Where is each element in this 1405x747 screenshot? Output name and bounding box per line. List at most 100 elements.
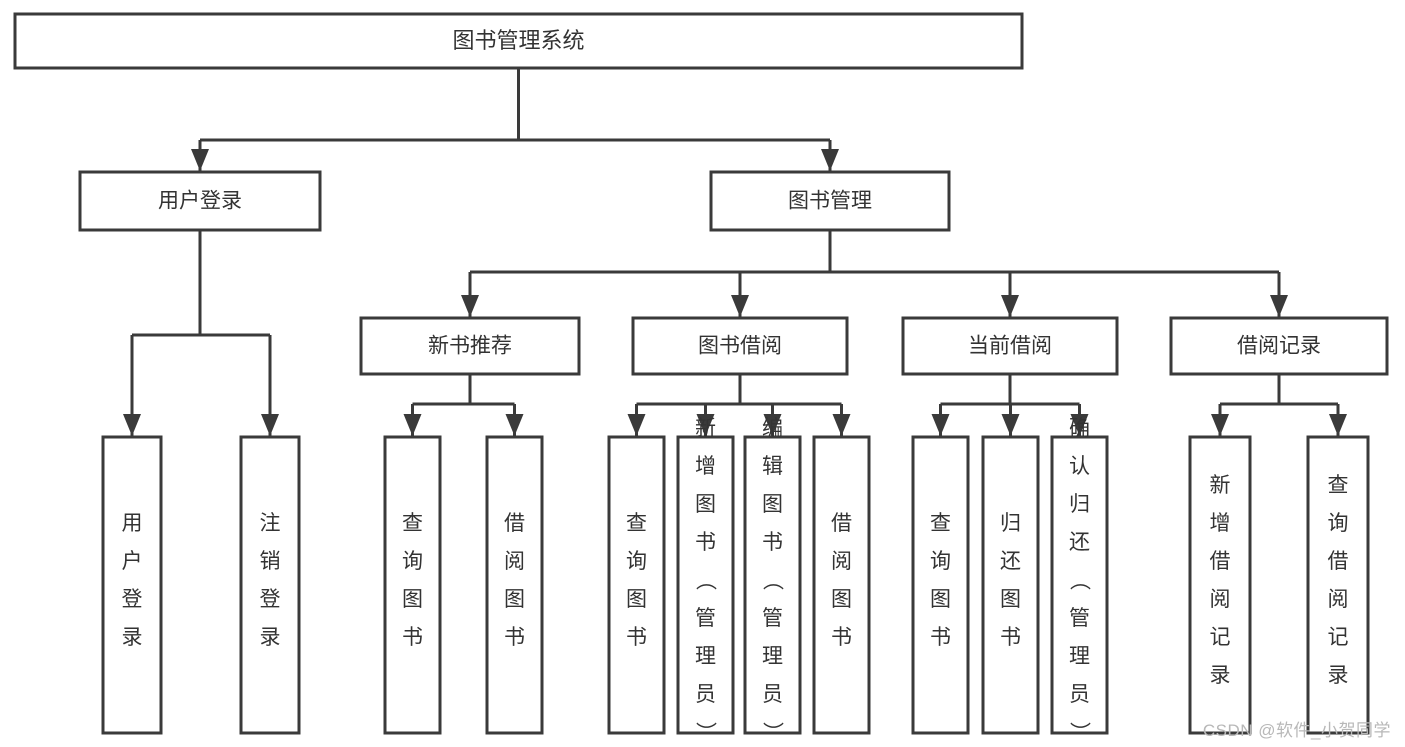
node-label-char: 理 (762, 645, 783, 668)
node-label-char: 用 (122, 512, 143, 535)
node-label-char: 理 (1069, 645, 1090, 668)
node-return-book[interactable]: 归还图书归还图书 (981, 435, 1040, 735)
arrow-head-icon (191, 149, 209, 171)
node-label-char: 增 (1210, 512, 1231, 535)
node-label-char: 查 (626, 512, 647, 535)
arrow-head-icon (696, 414, 715, 436)
node-box (383, 435, 442, 735)
node-label-char: 书 (930, 626, 951, 649)
node-label-char: 管 (695, 607, 716, 630)
node-label-char: 图 (930, 588, 951, 611)
node-label-char: 录 (260, 626, 281, 649)
arrow-head-icon (1270, 295, 1288, 317)
node-label-char: 登 (122, 588, 143, 611)
node-label-char: 阅 (1328, 588, 1349, 611)
arrow-head-icon (505, 414, 524, 436)
node-label-char: 书 (1000, 626, 1021, 649)
node-label-char: 图 (1000, 588, 1021, 611)
node-label-char: 员 (1069, 683, 1090, 706)
node-label-char: 书 (504, 626, 525, 649)
nodes-layer: 图书管理系统用户登录用户登录用户登录注销登录注销登录图书管理新书推荐查询图书查询… (13, 12, 1389, 743)
node-box (1169, 316, 1389, 376)
node-label-char: 查 (402, 512, 423, 535)
node-current-borrow[interactable]: 当前借阅 (901, 316, 1119, 376)
node-label: 新书推荐 (428, 335, 512, 358)
node-label-char: 管 (762, 607, 783, 630)
arrow-head-icon (1001, 414, 1020, 436)
node-label-char: 借 (1210, 550, 1231, 573)
node-label-char: 阅 (504, 550, 525, 573)
node-label-char: 新 (1210, 474, 1231, 497)
node-new-book-recommend[interactable]: 新书推荐 (359, 316, 581, 376)
node-borrow-book-2[interactable]: 借阅图书借阅图书 (812, 435, 871, 735)
node-box (101, 435, 163, 735)
node-label-char: 户 (122, 550, 143, 573)
node-query-book-1[interactable]: 查询图书查询图书 (383, 435, 442, 735)
node-label-char: 图 (695, 493, 716, 516)
node-query-book-2[interactable]: 查询图书查询图书 (607, 435, 666, 735)
node-label-char: 书 (762, 531, 783, 554)
arrow-head-icon (261, 414, 279, 436)
node-query-book-3[interactable]: 查询图书查询图书 (911, 435, 970, 735)
node-label-char: 查 (1328, 474, 1349, 497)
node-label: 图书管理 (788, 190, 872, 213)
node-label: 用户登录 (158, 190, 242, 213)
node-label-char: 图 (504, 588, 525, 611)
node-box (78, 170, 322, 232)
node-box (743, 435, 802, 735)
node-label-char: 注 (260, 512, 281, 535)
node-label-char: 还 (1069, 531, 1090, 554)
arrow-head-icon (461, 295, 479, 317)
node-label-char: 书 (402, 626, 423, 649)
node-label: 当前借阅 (968, 335, 1052, 358)
node-book-management[interactable]: 图书管理 (709, 170, 951, 232)
node-label-char: 认 (1069, 455, 1090, 478)
node-label-char: 询 (1328, 512, 1349, 535)
node-label: 图书借阅 (698, 335, 782, 358)
node-label: 图书管理系统 (452, 28, 584, 53)
node-borrow-record[interactable]: 借阅记录 (1169, 316, 1389, 376)
node-label: 借阅记录 (1237, 335, 1321, 358)
node-label-char: 管 (1069, 607, 1090, 630)
node-label-char: 书 (695, 531, 716, 554)
node-user-logout-leaf[interactable]: 注销登录注销登录 (239, 435, 301, 735)
arrow-head-icon (1211, 414, 1229, 436)
node-box (901, 316, 1119, 376)
node-book-borrow[interactable]: 图书借阅 (631, 316, 849, 376)
node-query-borrow-record[interactable]: 查询借阅记录查询借阅记录 (1306, 435, 1370, 735)
node-label-char: 询 (626, 550, 647, 573)
node-borrow-book-1[interactable]: 借阅图书借阅图书 (485, 435, 544, 735)
arrow-head-icon (832, 414, 851, 436)
node-label-char: 归 (1000, 512, 1021, 535)
node-label-char: 确 (1069, 417, 1090, 440)
node-add-borrow-record[interactable]: 新增借阅记录新增借阅记录 (1188, 435, 1252, 735)
node-user-login[interactable]: 用户登录 (78, 170, 322, 232)
connectors-layer (123, 68, 1347, 436)
node-label-char: 登 (260, 588, 281, 611)
arrow-head-icon (627, 414, 646, 436)
arrow-head-icon (931, 414, 950, 436)
node-label-char: 新 (695, 417, 716, 440)
node-root[interactable]: 图书管理系统 (13, 12, 1024, 70)
node-label-char: （ (761, 570, 784, 591)
node-box (631, 316, 849, 376)
node-label-char: 归 (1069, 493, 1090, 516)
node-box (709, 170, 951, 232)
node-label-char: 借 (504, 512, 525, 535)
node-box (676, 435, 735, 735)
node-label-char: 图 (762, 493, 783, 516)
node-label-char: 增 (695, 455, 716, 478)
node-label-char: ） (761, 722, 784, 743)
node-label-char: 记 (1210, 626, 1231, 649)
node-label-char: 询 (402, 550, 423, 573)
node-box (1050, 435, 1109, 735)
node-box (812, 435, 871, 735)
node-box (1188, 435, 1252, 735)
node-label-char: ） (694, 722, 717, 743)
node-label-char: 员 (695, 683, 716, 706)
